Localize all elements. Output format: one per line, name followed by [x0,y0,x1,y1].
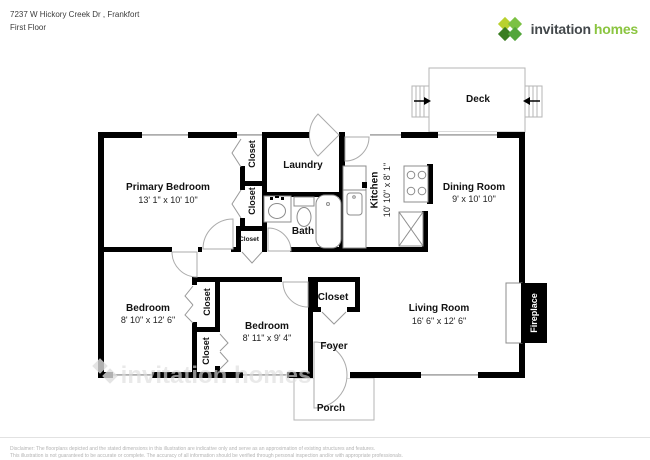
brand-word-invitation: invitation [530,21,591,37]
room-label-deck: Deck [466,94,490,105]
bath-sink [268,203,286,219]
room-dims-living: 16' 6" x 12' 6" [412,316,466,326]
fixtures [263,165,523,344]
plan-header: 7237 W Hickory Creek Dr , Frankfort Firs… [10,8,139,34]
fireplace-label: Fireplace [529,293,539,333]
bathtub [315,194,342,249]
footer-divider [0,437,650,438]
fireplace-hearth [505,282,523,344]
room-label-bedroom-middle: Bedroom [245,321,289,332]
address-text: 7237 W Hickory Creek Dr , Frankfort [10,10,140,19]
disclaimer-line-1: Disclaimer: The floorplans depicted and … [10,446,376,452]
pinwheel-logo-icon [497,16,522,42]
closet-label-1: Closet [247,140,257,168]
fireplace-block [521,283,547,343]
doors [171,113,370,409]
arrow-right-icon [424,97,431,105]
toilet-tank [293,196,315,207]
closet-label-3: Closet [202,288,212,316]
closet-label-4: Closet [201,337,211,365]
disclaimer-line-2: This illustration is not guaranteed to b… [10,453,403,459]
room-labels: Primary Bedroom 13' 1" x 10' 10" Laundry… [121,94,539,414]
room-label-kitchen: Kitchen [370,172,381,209]
back-door-swing [308,113,340,157]
room-dims-primary-bedroom: 13' 1" x 10' 10" [138,195,197,205]
kitchen-sink [346,192,363,216]
brand-word-homes: homes [593,21,638,37]
watermark: invitation homes [92,358,311,389]
primary-bedroom-door-swing [202,218,234,250]
deck-outline [428,67,526,133]
closet-label-small: Closet [239,236,260,243]
kitchen-door-swing [344,136,370,162]
room-label-porch: Porch [317,403,345,414]
floor-text: First Floor [10,23,46,32]
room-label-bedroom-left: Bedroom [126,303,170,314]
small-black-fittings [270,182,367,200]
room-label-laundry: Laundry [283,160,323,171]
closet-label-2: Closet [247,187,257,215]
room-dims-bedroom-left: 8' 10" x 12' 6" [121,315,175,325]
room-label-bath: Bath [292,226,314,237]
disclaimer: Disclaimer: The floorplans depicted and … [10,446,642,460]
bedroom-middle-door-swing [282,281,309,308]
bath-door-swing [267,227,292,252]
room-label-living: Living Room [409,303,470,314]
arrow-left-icon [523,97,530,105]
room-label-dining: Dining Room [443,182,505,193]
room-dims-dining: 9' x 10' 10" [452,194,496,204]
front-door-swing [313,341,348,409]
room-dims-bedroom-middle: 8' 11" x 9' 4" [243,333,292,343]
room-label-foyer: Foyer [320,341,347,352]
closet-label-foyer: Closet [318,292,349,303]
bedroom-left-door-swing [171,251,198,278]
bathtub-drain [326,202,330,206]
stove [403,165,429,203]
watermark-text: invitation homes [121,362,312,389]
stair-direction-arrows [414,97,540,105]
bifold-closet-doors [184,138,347,370]
room-dims-kitchen: 10' 10" x 8' 1" [382,163,392,217]
room-label-primary-bedroom: Primary Bedroom [126,182,210,193]
toilet-bowl [296,207,312,227]
